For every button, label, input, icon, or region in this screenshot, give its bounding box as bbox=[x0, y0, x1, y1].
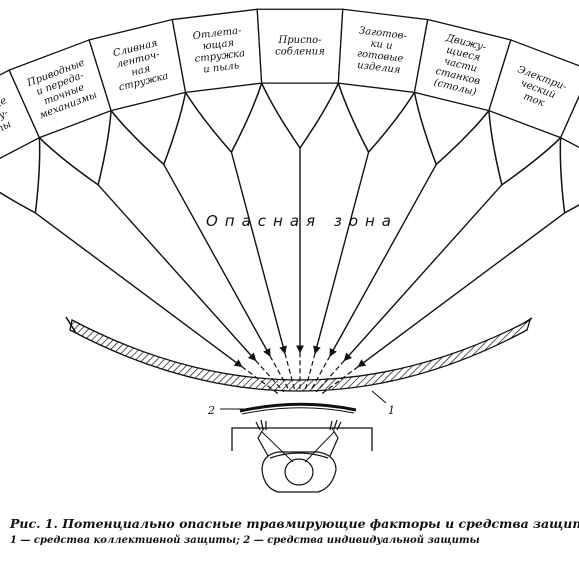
worker-body bbox=[261, 451, 337, 493]
machine-outline bbox=[231, 427, 373, 451]
factor-label-line: и пыль bbox=[203, 60, 240, 75]
factor-arch-7 bbox=[413, 92, 490, 166]
hazard-factor-boxes: Режущиеинстру-ментыПриводныеи переда-точ… bbox=[0, 8, 579, 159]
factor-label-5: Приспо-собления bbox=[275, 35, 325, 58]
hazard-arrow-4 bbox=[230, 151, 287, 355]
worker-head bbox=[284, 458, 314, 486]
caption-figure-number: Рис. 1. bbox=[10, 516, 58, 531]
label-1-leader bbox=[371, 390, 387, 404]
danger-zone-label: Опасная зона bbox=[206, 212, 398, 230]
factor-arch-1 bbox=[0, 137, 41, 215]
hazard-arrows bbox=[34, 148, 566, 395]
hazard-arrow-dashed-4 bbox=[284, 353, 296, 390]
legend-1-number: 1 bbox=[10, 535, 17, 546]
barrier-right-end bbox=[523, 317, 533, 324]
factor-arch-8 bbox=[488, 110, 562, 187]
worker-right-hand bbox=[329, 419, 342, 431]
worker-sight-lines bbox=[261, 431, 335, 463]
factor-arch-3 bbox=[110, 92, 187, 166]
hazard-arrow-7 bbox=[329, 164, 437, 357]
hazard-diagram: Режущиеинстру-ментыПриводныеи переда-точ… bbox=[0, 8, 579, 493]
worker-shoulders bbox=[269, 452, 329, 459]
factor-label-line: ная bbox=[130, 63, 151, 78]
factor-label-line: Приспо- bbox=[277, 35, 322, 46]
factor-arch-4 bbox=[184, 82, 263, 154]
hazard-arrow-3 bbox=[163, 164, 271, 357]
figure-caption: Рис. 1. Потенциально опасные травмирующи… bbox=[10, 516, 579, 546]
factor-arch-5 bbox=[260, 82, 340, 150]
hazard-arrow-9 bbox=[357, 212, 566, 368]
factor-label-line: изделия bbox=[356, 60, 401, 76]
legend-2-number: 2 bbox=[243, 535, 251, 546]
worker-left-arm bbox=[257, 427, 269, 457]
label-2: 2 bbox=[207, 404, 215, 417]
hazard-arrow-6 bbox=[313, 151, 370, 355]
caption-legend: 1 — средства коллективной защиты; 2 — ср… bbox=[10, 535, 575, 546]
worker-right-arm bbox=[329, 427, 339, 457]
legend-2-text: — средства индивидуальной защиты bbox=[253, 535, 480, 546]
factor-arch-9 bbox=[559, 137, 579, 215]
caption-title: Рис. 1. Потенциально опасные травмирующи… bbox=[10, 516, 579, 531]
hazard-arrow-1 bbox=[34, 212, 243, 368]
individual-protection-shield bbox=[239, 402, 357, 413]
factor-label-line: собления bbox=[275, 46, 325, 57]
hazard-arches bbox=[0, 82, 579, 215]
hazard-arrow-dashed-6 bbox=[304, 353, 316, 390]
collective-protection-barrier bbox=[69, 318, 532, 392]
factor-box-9 bbox=[559, 95, 579, 148]
factor-label-line: ющая bbox=[202, 38, 234, 53]
legend-1-text: — средства коллективной защиты; bbox=[20, 535, 240, 546]
caption-title-text: Потенциально опасные травмирующие фактор… bbox=[62, 516, 579, 531]
label-1: 1 bbox=[388, 404, 395, 417]
factor-label-line: ки и bbox=[370, 38, 393, 52]
factor-arch-2 bbox=[38, 110, 112, 187]
factor-arch-6 bbox=[337, 82, 416, 154]
hazard-arrow-2 bbox=[97, 184, 257, 362]
hazard-arrow-8 bbox=[343, 184, 503, 362]
individual-protection-shield-inner bbox=[241, 407, 355, 415]
worker-left-hand bbox=[255, 419, 267, 431]
worker-figure bbox=[255, 419, 342, 493]
barrier-left-end bbox=[65, 316, 77, 334]
